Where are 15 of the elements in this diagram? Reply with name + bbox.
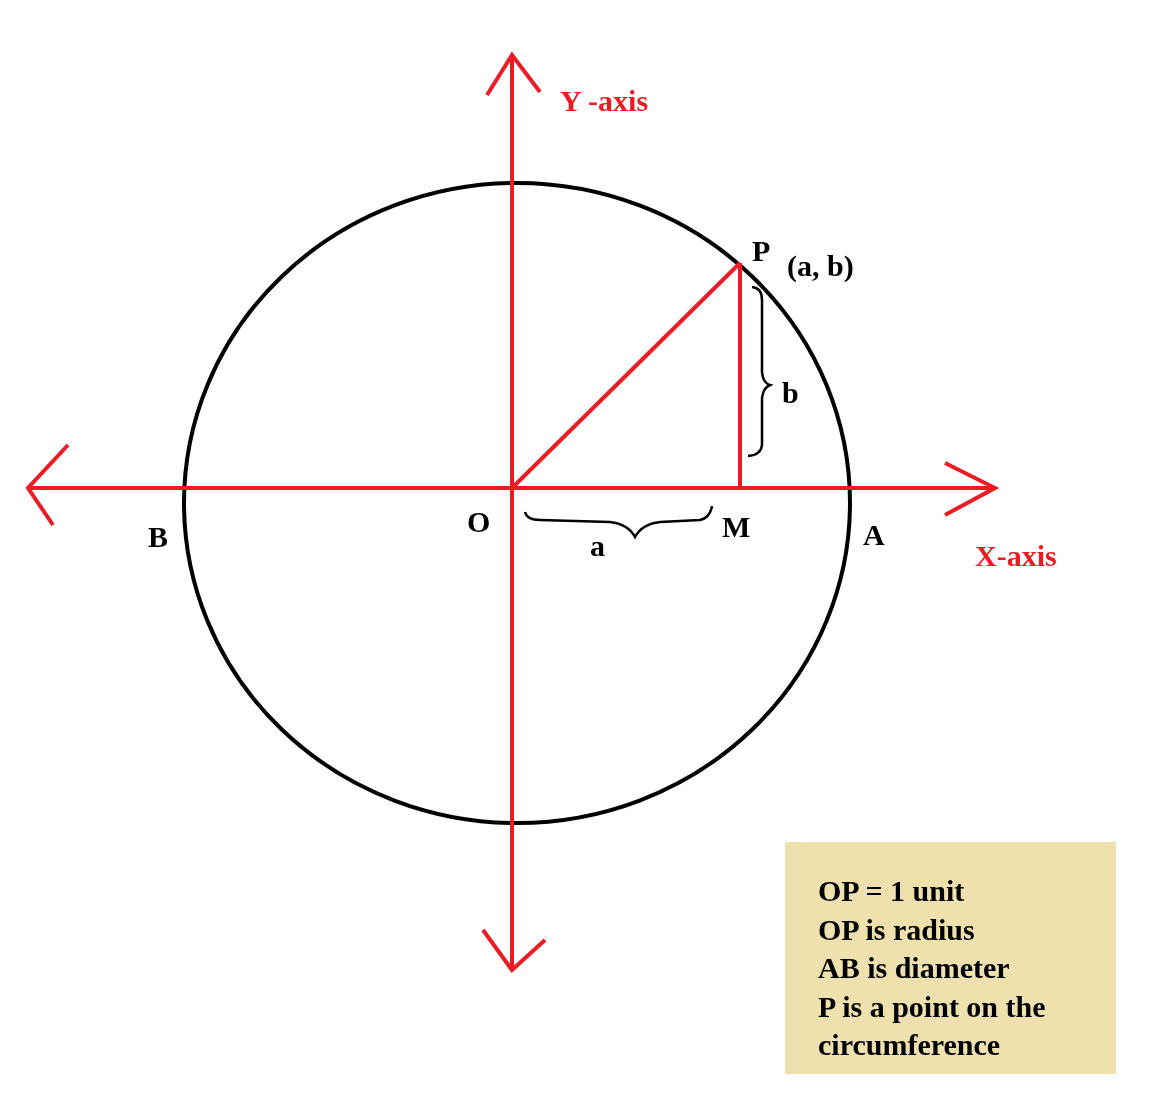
axis-label: X-axis: [975, 541, 1057, 571]
point-label: O: [467, 507, 491, 537]
length-label: a: [590, 531, 605, 561]
point-label: B: [148, 522, 168, 552]
note-text: AB is diameter: [818, 950, 1011, 986]
axis-label: Y -axis: [560, 86, 649, 116]
note-box: [785, 842, 1116, 1074]
point-label: A: [863, 520, 885, 550]
length-label: b: [782, 378, 799, 408]
coordinate-label: (a, b): [787, 251, 854, 281]
note-text: P is a point on the circumference: [818, 988, 1047, 1063]
point-label: M: [722, 512, 751, 542]
note-text: OP = 1 unit: [818, 873, 966, 909]
note-text: OP is radius: [818, 911, 976, 948]
point-label: P: [752, 236, 771, 266]
